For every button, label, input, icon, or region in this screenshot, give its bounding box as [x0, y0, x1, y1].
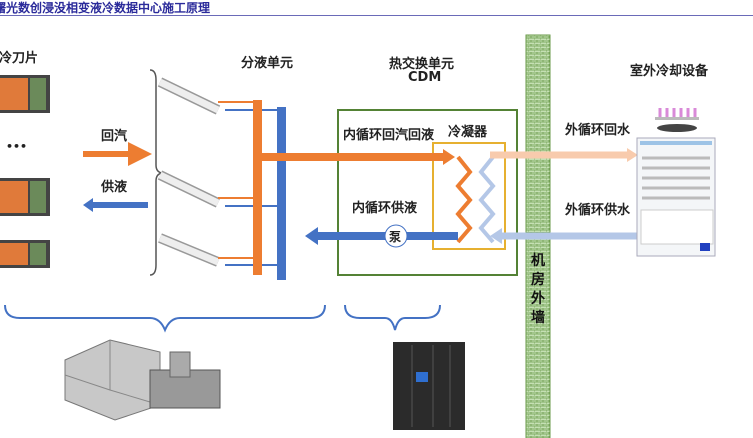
condenser-cold-coil — [478, 155, 496, 244]
ellipsis: ••• — [6, 140, 28, 153]
supply-liquid-arrowhead — [83, 198, 93, 212]
outer-supply-label: 外循环供水 — [565, 203, 631, 218]
inner-supply-arrowhead — [305, 227, 318, 245]
blade-server-3 — [0, 240, 50, 268]
cdm-box — [337, 109, 518, 276]
heat-exchange-unit-label: 热交换单元 — [389, 57, 455, 72]
outdoor-cooling-label: 室外冷却设备 — [630, 64, 709, 79]
cdm-cabinet-image — [393, 342, 465, 430]
blades-label: 液冷刀片 — [0, 51, 39, 66]
manifold-brace — [149, 69, 163, 276]
immersion-tank-image — [64, 339, 221, 421]
title-divider — [0, 15, 753, 16]
cdm-label: CDM — [408, 70, 442, 85]
outer-supply-arrowhead — [490, 228, 502, 244]
page-title: 曙光数创浸没相变液冷数据中心施工原理 — [0, 1, 211, 15]
manifold-1 — [157, 77, 221, 115]
inner-supply-label: 内循环供液 — [352, 201, 418, 216]
cold-header — [277, 107, 286, 280]
wall-label: 机房外墙 — [531, 253, 545, 326]
supply-liquid-label: 供液 — [101, 180, 128, 195]
manifold-3 — [158, 233, 220, 267]
return-vapor-label: 回汽 — [101, 129, 128, 144]
cdm-brace — [344, 304, 441, 331]
hot-header — [253, 100, 262, 275]
condenser-hot-coil — [455, 155, 473, 244]
condenser-box — [432, 142, 506, 250]
pump-icon — [384, 224, 408, 248]
blade-server-2 — [0, 178, 50, 216]
manifold-2 — [157, 170, 221, 208]
pump-label: 泵 — [389, 230, 402, 244]
condenser-label: 冷凝器 — [448, 125, 488, 140]
cooling-tower — [636, 108, 716, 257]
distribution-unit-label: 分液单元 — [241, 56, 294, 71]
blade-server-1 — [0, 75, 50, 113]
inner-return-arrowhead — [443, 149, 455, 165]
inner-return-label: 内循环回汽回液 — [343, 128, 435, 143]
outer-return-label: 外循环回水 — [565, 123, 631, 138]
outer-return-arrowhead — [627, 148, 638, 162]
blade-brace — [4, 304, 326, 333]
